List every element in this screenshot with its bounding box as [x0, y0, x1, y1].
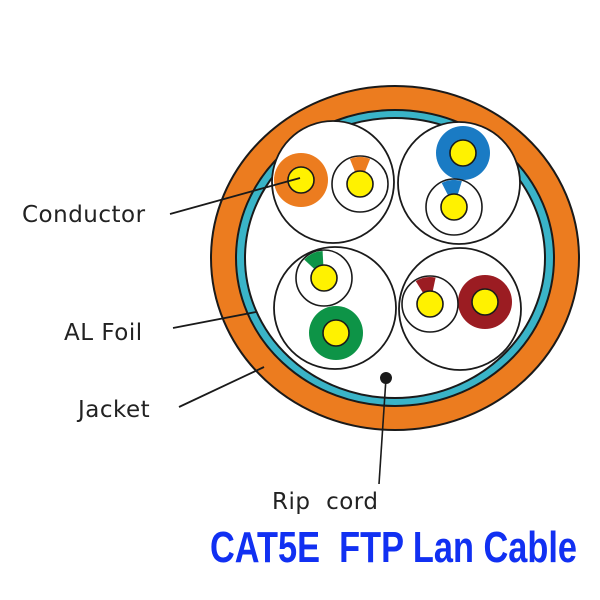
- orange-pair: [271, 120, 395, 244]
- white-orange-wire-conductor: [346, 170, 374, 198]
- white-green-wire-conductor: [310, 264, 338, 292]
- blue-pair: [397, 121, 521, 245]
- jacket-label: Jacket: [76, 397, 150, 423]
- conductor-label: Conductor: [22, 202, 146, 228]
- rip-cord-leader-line: [378, 377, 387, 485]
- al-foil-label: AL Foil: [64, 320, 143, 346]
- white-brown-wire-conductor: [416, 290, 444, 318]
- conductor-leader-line: [169, 177, 301, 215]
- twisted-pairs: [271, 120, 522, 371]
- blue-wire-conductor: [449, 139, 477, 167]
- rip-cord-label: Rip cord: [272, 489, 378, 515]
- al-foil-leader-line: [172, 311, 257, 329]
- orange-wire-conductor: [287, 166, 315, 194]
- cable-title: CAT5E FTP Lan Cable: [210, 523, 577, 572]
- white-blue-wire-conductor: [440, 193, 468, 221]
- green-wire-conductor: [322, 319, 350, 347]
- brown-pair: [398, 247, 522, 371]
- brown-wire-conductor: [471, 288, 499, 316]
- green-pair: [273, 246, 397, 370]
- jacket-leader-line: [178, 366, 265, 408]
